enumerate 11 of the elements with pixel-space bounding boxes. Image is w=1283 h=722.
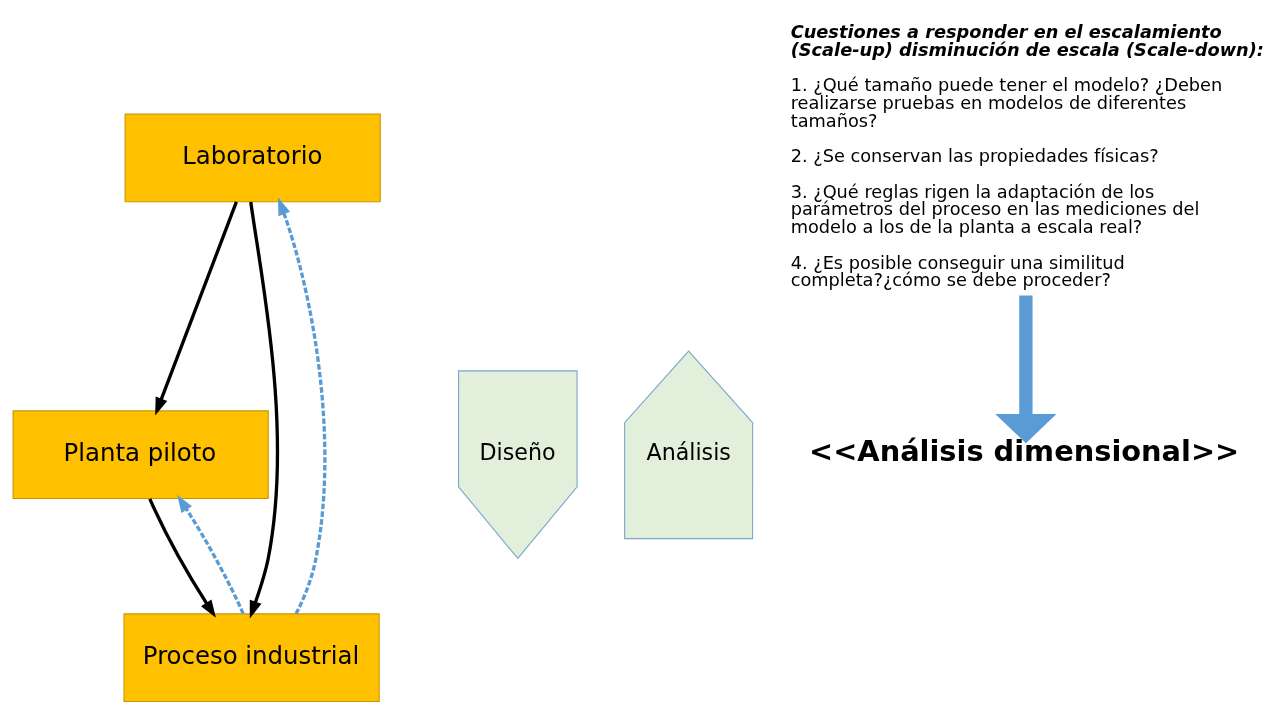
- arrow: [177, 494, 245, 615]
- node-box: Laboratorio: [124, 113, 381, 203]
- arrow: [277, 197, 327, 615]
- node-box: Proceso industrial: [123, 613, 380, 703]
- arrow: [155, 201, 238, 416]
- node-text: Cuestiones a responder en el escalamiento (Scale-up) disminución de escala (Scale-down): 1. ¿Qué tamaño puede tener el modelo? ¿Deben realizarse pruebas en modelos de diferentes tamaños? 2. ¿Se conservan las propiedades físicas? 3. ¿Qué reglas rigen la adaptación de los parámetros del proceso en las mediciones del modelo a los de la planta a escala real? 4. ¿Es posible conseguir una similitud completa?¿cómo se debe proceder?: [790, 21, 1264, 291]
- node-box: Planta piloto: [12, 410, 269, 500]
- arrow: [995, 295, 1057, 444]
- node-text: <<Análisis dimensional>>: [809, 433, 1240, 468]
- arrow: [249, 201, 280, 619]
- arrow: [148, 498, 216, 618]
